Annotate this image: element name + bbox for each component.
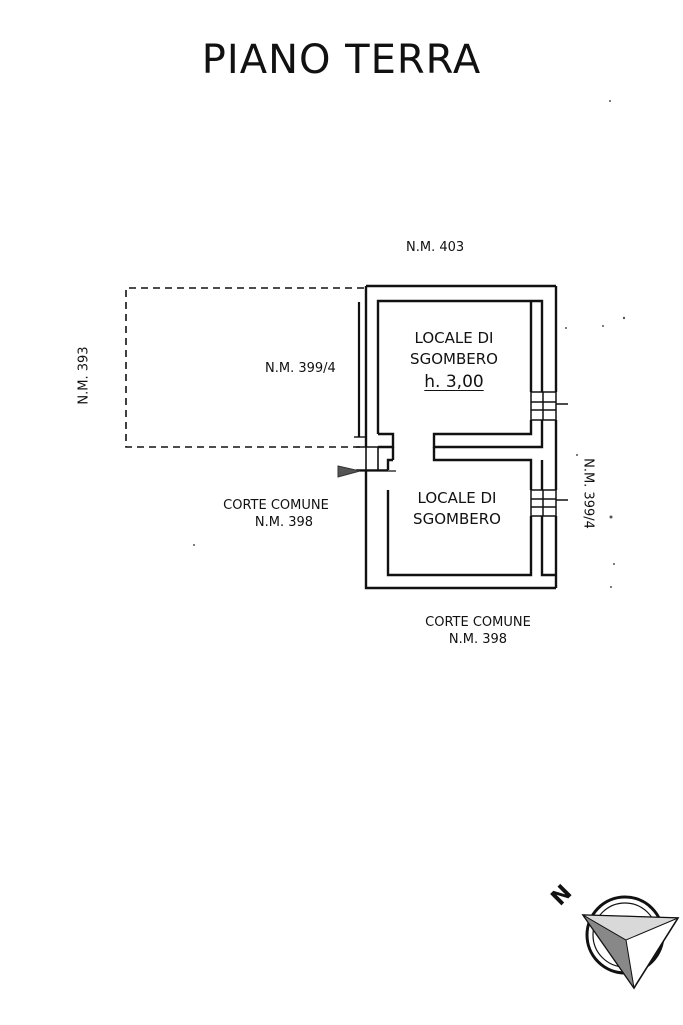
room-lower-line2: SGOMBERO: [413, 510, 501, 528]
label-inner-west-parcel: N.M. 399/4: [265, 361, 336, 376]
scan-specks: [193, 100, 626, 588]
upper-room-walls: [376, 299, 544, 449]
adjacent-parcel-outline: [125, 287, 364, 448]
room-upper-height: h. 3,00: [424, 372, 484, 392]
room-upper-line2: SGOMBERO: [410, 350, 498, 368]
lower-room-walls: [386, 447, 533, 577]
window-lower: [530, 489, 568, 517]
label-west-parcel: N.M. 393: [76, 346, 92, 405]
upper-room-left-jamb: [378, 432, 395, 449]
courtyard-west-line2: N.M. 398: [254, 515, 314, 530]
courtyard-west-line1: CORTE COMUNE: [223, 498, 329, 513]
courtyard-south-line1: CORTE COMUNE: [425, 615, 531, 630]
lower-room-right-outer: [540, 460, 556, 577]
label-east-parcel: N.M. 399/4: [580, 458, 596, 529]
room-upper-label: LOCALE DI SGOMBERO h. 3,00: [392, 328, 516, 393]
label-courtyard-south: CORTE COMUNE N.M. 398: [413, 614, 543, 648]
page-title: PIANO TERRA: [201, 37, 482, 83]
entrance-door: [356, 446, 388, 471]
window-upper: [530, 391, 568, 421]
room-upper-line1: LOCALE DI: [414, 329, 494, 347]
room-lower-line1: LOCALE DI: [417, 489, 497, 507]
label-north-parcel: N.M. 403: [406, 240, 465, 255]
courtyard-south-line2: N.M. 398: [448, 632, 508, 647]
room-lower-label: LOCALE DI SGOMBERO: [395, 488, 519, 530]
compass-rose: [581, 895, 680, 990]
label-courtyard-west: CORTE COMUNE N.M. 398: [211, 497, 341, 531]
exterior-walls: [364, 284, 558, 590]
entrance-arrow: [337, 465, 361, 478]
